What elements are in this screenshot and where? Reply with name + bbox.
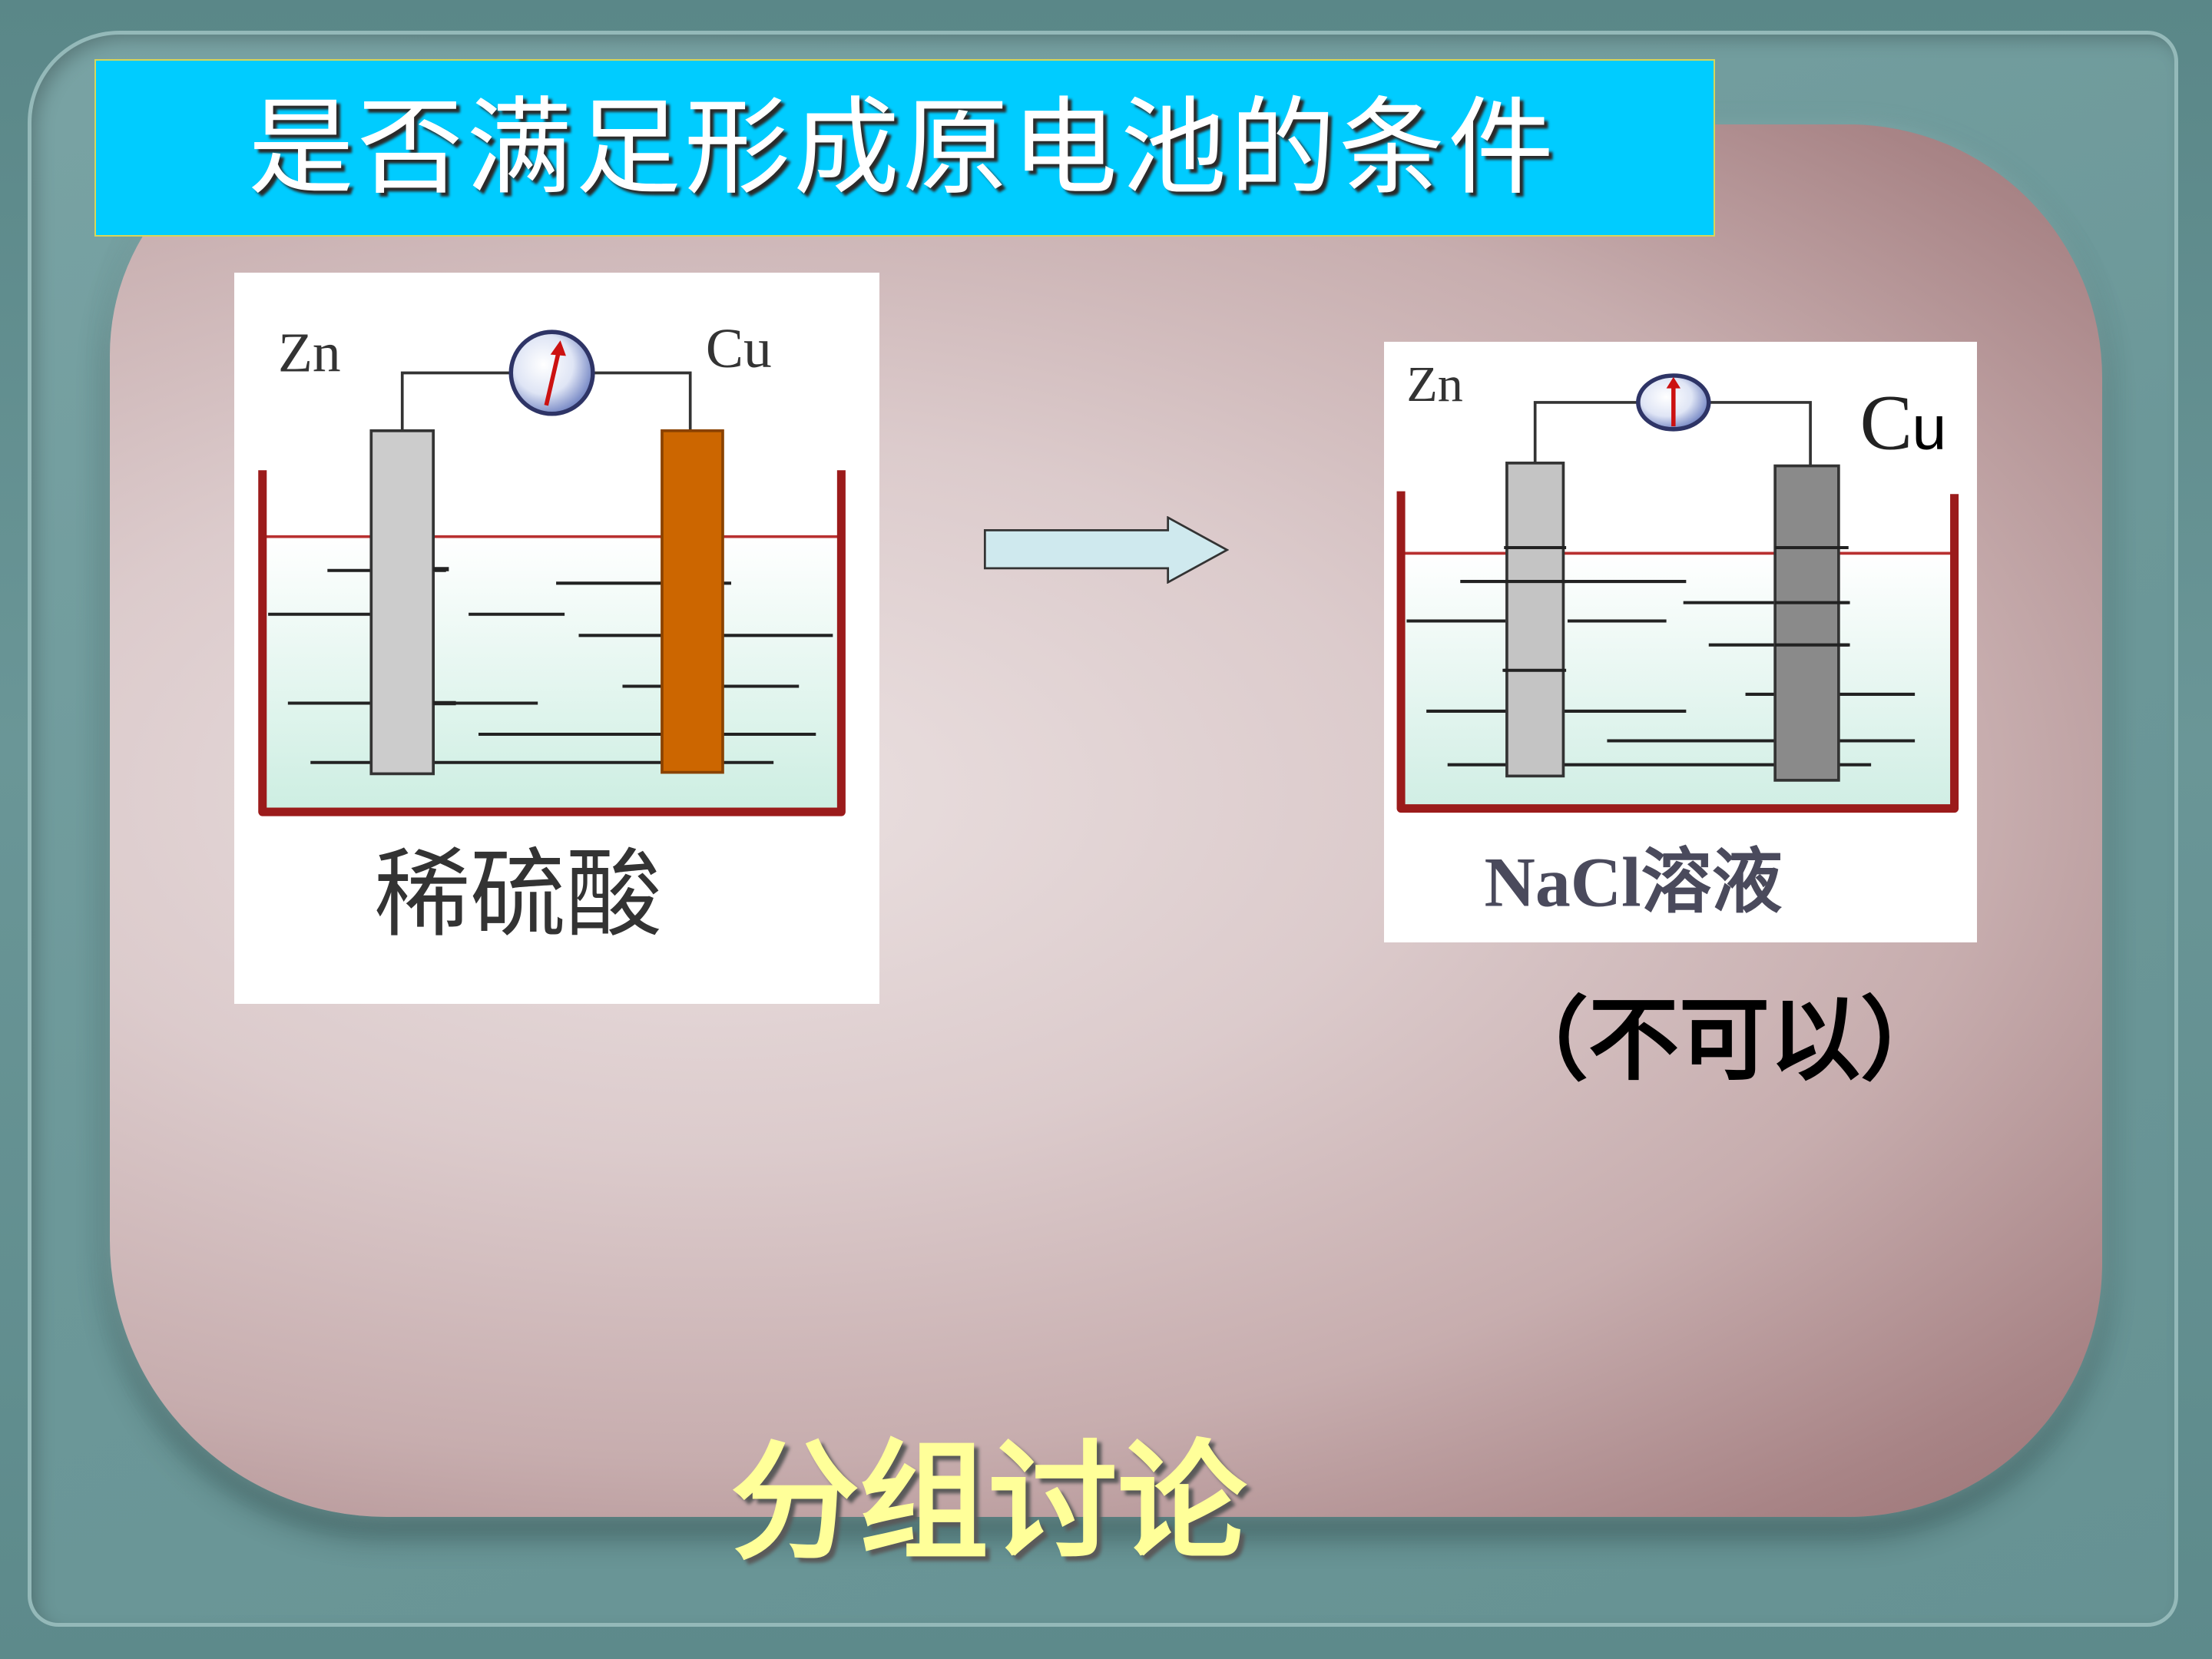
copper-label: Cu: [706, 316, 772, 379]
copper-label-c: C: [1859, 379, 1912, 467]
wire-right: [1707, 401, 1812, 466]
galvanometer-icon: [1636, 373, 1711, 432]
solution-label: NaCl溶液: [1485, 843, 1783, 921]
wire-left: [400, 371, 512, 431]
copper-electrode: [1773, 464, 1840, 782]
left-cell-figure: Zn Cu 稀硫酸: [234, 273, 879, 1004]
right-cell-diagram: Zn C u NaCl溶液: [1396, 356, 1959, 921]
solution-fill: [265, 536, 839, 810]
title-bar: 是否满足形成原电池的条件: [94, 59, 1715, 237]
wire-right: [592, 371, 692, 431]
left-cell-diagram: Zn Cu 稀硫酸: [258, 316, 846, 951]
beaker: [1396, 491, 1959, 813]
zinc-label: Zn: [1406, 356, 1462, 412]
galvanometer-icon: [508, 329, 595, 416]
copper-electrode: [661, 429, 724, 774]
zinc-electrode: [1505, 462, 1565, 778]
arrow-right-icon: [983, 516, 1229, 584]
solution-label: 稀硫酸: [374, 839, 662, 951]
wire-left: [1533, 401, 1640, 463]
electrode-overlay-lines: [1504, 545, 1849, 672]
copper-label-u: u: [1912, 394, 1946, 463]
solution-fill: [1403, 553, 1952, 809]
beaker: [258, 470, 846, 816]
discussion-text: 分组讨论: [730, 1427, 1247, 1578]
zinc-label: Zn: [278, 321, 341, 384]
zinc-electrode: [369, 429, 435, 776]
right-cell-figure: Zn C u NaCl溶液: [1384, 342, 1977, 942]
answer-text: （不可以）: [1498, 987, 1952, 1093]
slide-title: 是否满足形成原电池的条件: [248, 86, 1558, 210]
